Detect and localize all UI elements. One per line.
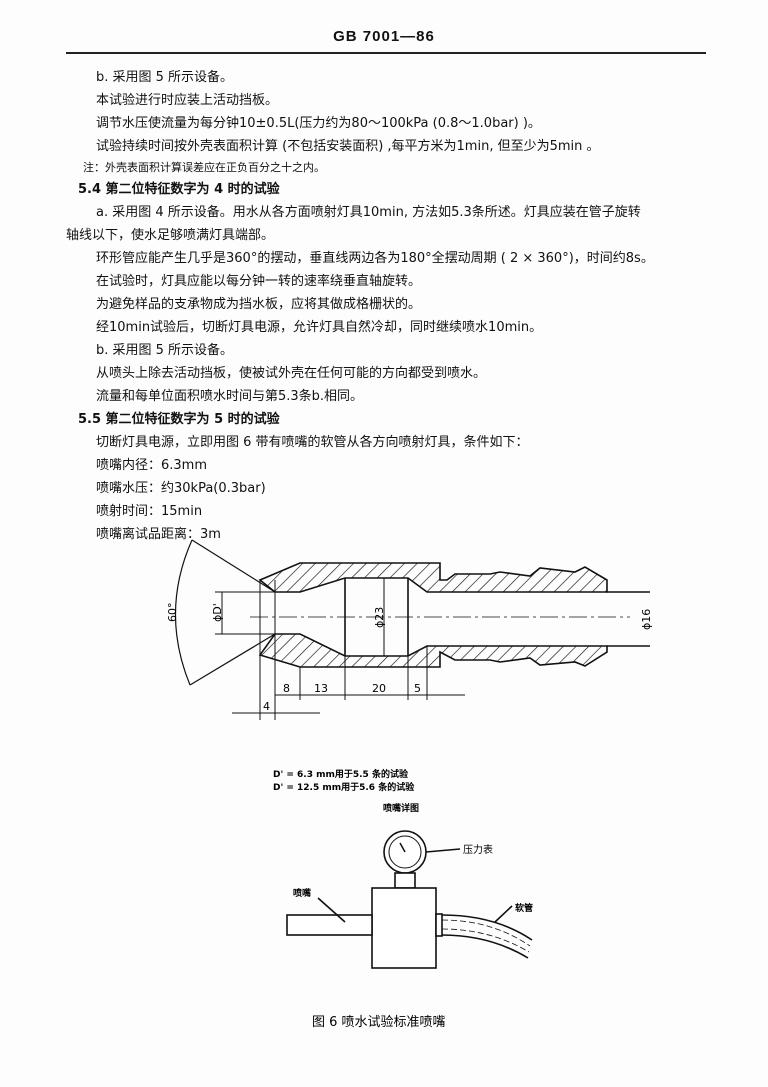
dim-13: 13 xyxy=(314,682,328,695)
text-line: b. 采用图 5 所示设备。 xyxy=(96,343,234,358)
legend-line-1: D' = 6.3 mm用于5.5 条的试验 xyxy=(273,768,409,780)
nozzle-section-drawing xyxy=(174,539,650,720)
text-line: 试验持续时间按外壳表面积计算 (不包括安装面积) ,每平方米为1min, 但至少… xyxy=(96,139,600,154)
text-line: 喷嘴内径：6.3mm xyxy=(96,458,208,473)
dia-d-label: ϕD' xyxy=(211,603,224,622)
text-line: 喷嘴水压：约30kPa(0.3bar) xyxy=(96,481,266,496)
dim-8: 8 xyxy=(283,682,290,695)
text-line: 环形管应能产生几乎是360°的摆动，垂直线两边各为180°全摆动周期 ( 2 ×… xyxy=(96,251,654,266)
dim-4: 4 xyxy=(263,700,270,713)
section-heading-5-4: 5.4 第二位特征数字为 4 时的试验 xyxy=(78,182,280,197)
figure-caption: 图 6 喷水试验标准喷嘴 xyxy=(312,1014,446,1030)
text-line: 为避免样品的支承物成为挡水板，应将其做成格栅状的。 xyxy=(96,297,422,312)
text-line: 在试验时，灯具应能以每分钟一转的速率绕垂直轴旋转。 xyxy=(96,274,422,289)
label-nozzle: 喷嘴 xyxy=(293,887,311,899)
spray-nozzle-apparatus xyxy=(286,830,533,969)
label-pressure-gauge: 压力表 xyxy=(463,843,493,856)
dim-20: 20 xyxy=(372,682,386,695)
label-hose: 软管 xyxy=(515,902,533,914)
text-line: 流量和每单位面积喷水时间与第5.3条b.相同。 xyxy=(96,389,364,404)
detail-title: 喷嘴详图 xyxy=(383,802,419,814)
text-line: 经10min试验后，切断灯具电源，允许灯具自然冷却，同时继续喷水10min。 xyxy=(96,320,543,335)
text-line: 轴线以下，使水足够喷满灯具端部。 xyxy=(66,228,275,243)
angle-label: 60° xyxy=(166,603,179,623)
text-line: 从喷头上除去活动挡板，使被试外壳在任何可能的方向都受到喷水。 xyxy=(96,366,487,381)
note: 注：外壳表面积计算误差应在正负百分之十之内。 xyxy=(83,161,325,174)
text-line: a. 采用图 4 所示设备。用水从各方面喷射灯具10min, 方法如5.3条所述… xyxy=(96,205,641,220)
text-line: b. 采用图 5 所示设备。 xyxy=(96,70,234,85)
dia-23-label: ϕ23 xyxy=(373,607,386,628)
section-heading-5-5: 5.5 第二位特征数字为 5 时的试验 xyxy=(78,412,280,427)
legend-line-2: D' = 12.5 mm用于5.6 条的试验 xyxy=(273,781,415,793)
text-line: 喷嘴离试品距离：3m xyxy=(96,527,221,542)
dim-5: 5 xyxy=(414,682,421,695)
text-line: 调节水压使流量为每分钟10±0.5L(压力约为80～100kPa (0.8～1.… xyxy=(96,116,541,131)
standard-header: GB 7001—86 xyxy=(333,28,435,45)
text-line: 切断灯具电源，立即用图 6 带有喷嘴的软管从各方向喷射灯具，条件如下： xyxy=(96,435,529,450)
header-rule xyxy=(66,52,706,54)
dia-16-label: ϕ16 xyxy=(640,609,653,630)
text-line: 本试验进行时应装上活动挡板。 xyxy=(96,93,279,108)
text-line: 喷射时间：15min xyxy=(96,504,203,519)
